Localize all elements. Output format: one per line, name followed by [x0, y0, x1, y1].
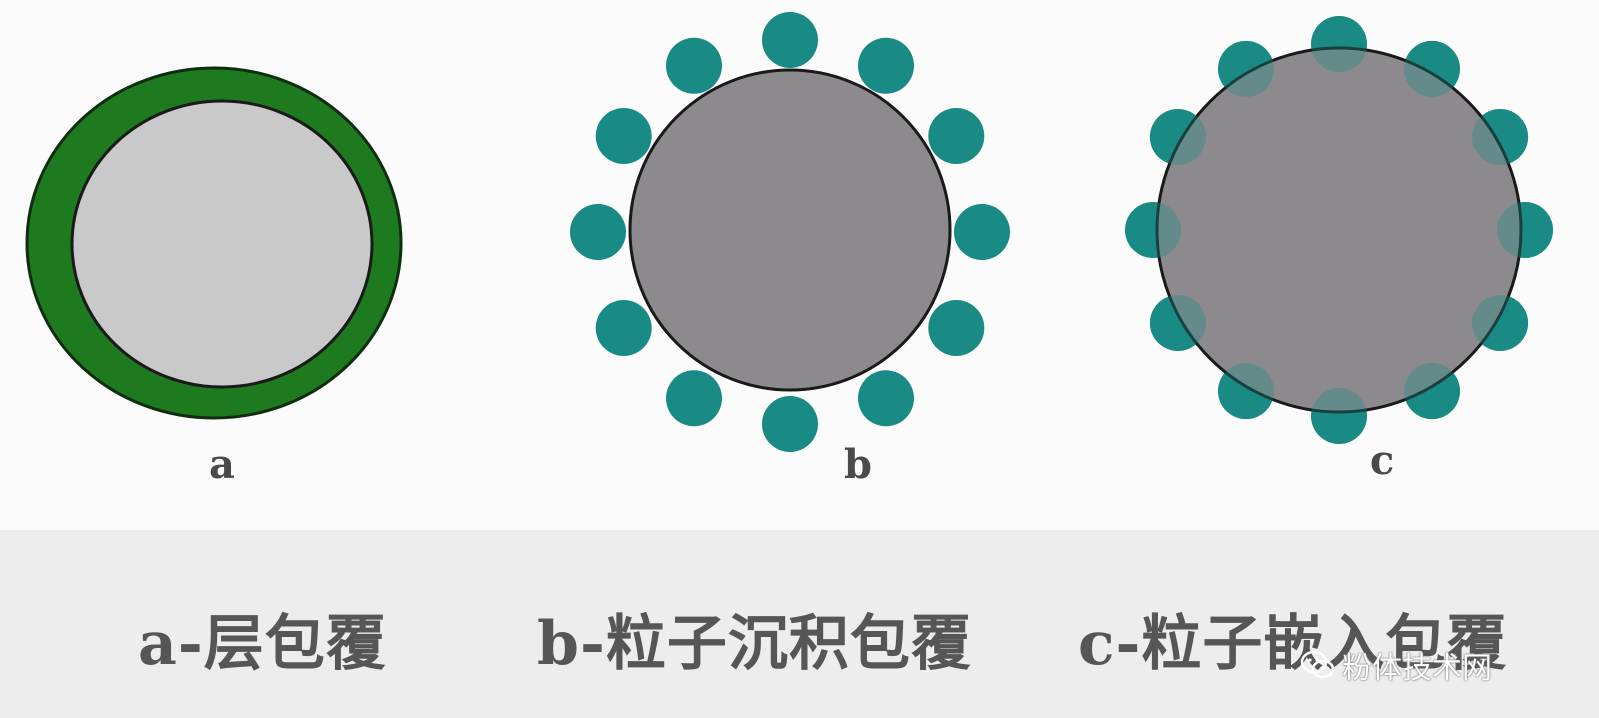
embedded-particle-inner — [1472, 109, 1529, 165]
deposited-particle — [762, 12, 818, 68]
deposited-particle — [595, 300, 652, 356]
deposited-particle — [928, 300, 985, 356]
embedded-particle-inner — [1125, 202, 1181, 258]
embedded-particle-inner — [1497, 202, 1553, 258]
embedded-particle-overlay — [1125, 16, 1553, 444]
watermark: 粉体技术网 — [1300, 645, 1492, 686]
embedded-particle-inner — [1472, 295, 1529, 351]
panel-b-particle-deposition — [570, 12, 1010, 452]
embedded-particle-inner — [1404, 363, 1460, 420]
embedded-particle-inner — [1218, 40, 1274, 97]
embedded-particle-inner — [1149, 295, 1206, 351]
deposited-particle — [595, 108, 652, 164]
watermark-text: 粉体技术网 — [1342, 651, 1492, 686]
deposited-particle — [954, 204, 1010, 260]
deposited-particle — [666, 370, 722, 427]
panel-a-layer-coating — [25, 66, 403, 420]
caption-particle-deposition: b-粒子沉积包覆 — [537, 609, 972, 679]
panel-c-particle-embedding — [1125, 16, 1553, 444]
embedded-particle-inner — [1218, 363, 1274, 420]
deposited-particle — [762, 396, 818, 452]
embedded-particle-inner — [1404, 40, 1460, 97]
deposited-particle — [858, 370, 914, 427]
caption-particle-embedding: c-粒子嵌入包覆 — [1078, 609, 1508, 679]
core-particle-dark — [628, 68, 952, 392]
embedded-particle-inner — [1149, 109, 1206, 165]
diagram-panel: a b c — [0, 0, 1599, 530]
surface-particles — [570, 12, 1010, 452]
panel-label-a: a — [209, 441, 235, 488]
deposited-particle — [666, 37, 722, 94]
embedded-particle-inner — [1311, 388, 1367, 444]
panel-label-b: b — [844, 441, 872, 488]
wechat-icon — [1300, 650, 1335, 679]
embedded-particle-inner — [1311, 16, 1367, 72]
caption-layer-coating: a-层包覆 — [138, 609, 387, 679]
panel-label-c: c — [1370, 437, 1394, 484]
deposited-particle — [858, 37, 914, 94]
diagram-canvas: a b c — [25, 12, 1553, 488]
core-particle-dark — [1155, 46, 1523, 414]
deposited-particle — [570, 204, 626, 260]
core-particle-light — [70, 99, 374, 389]
caption-strip — [0, 530, 1599, 718]
deposited-particle — [928, 108, 985, 164]
